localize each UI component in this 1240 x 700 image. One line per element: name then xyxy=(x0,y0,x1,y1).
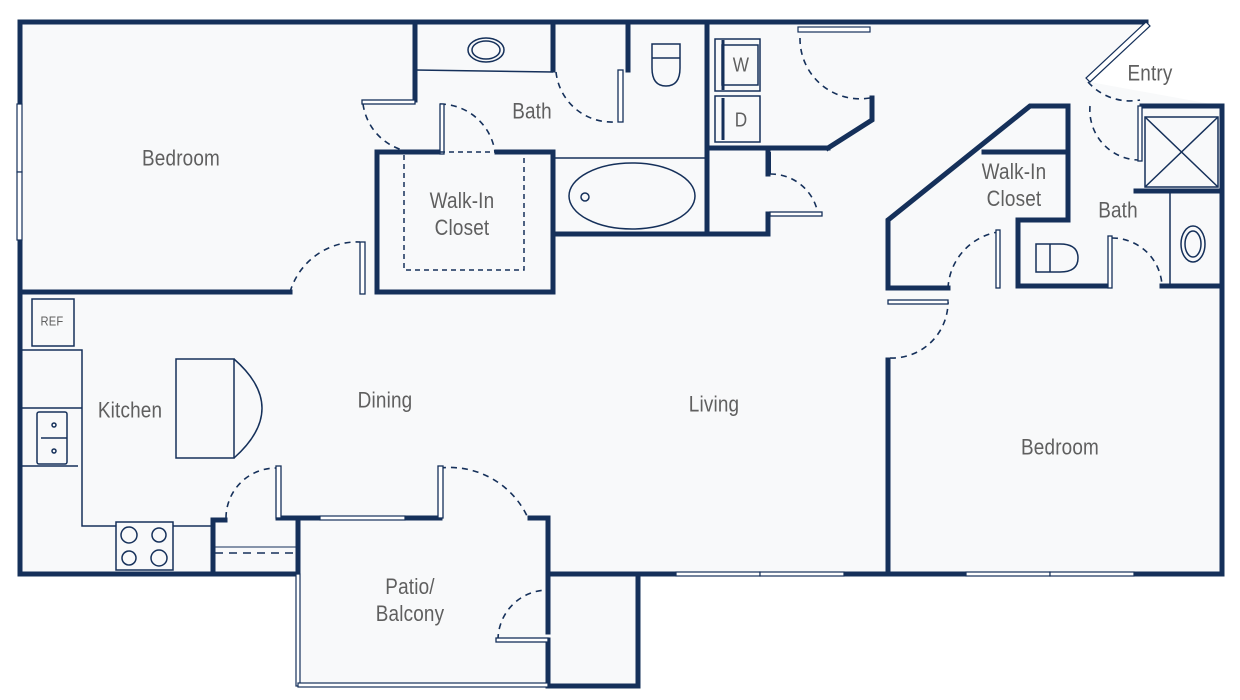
walk-in-closet-2-line2: Closet xyxy=(986,186,1042,211)
refrigerator-icon xyxy=(31,298,75,347)
room-label-patio-balcony: Patio/ Balcony xyxy=(376,573,445,627)
walls xyxy=(17,19,1225,689)
sink-icon xyxy=(467,37,505,63)
room-label-bedroom-1: Bedroom xyxy=(142,145,220,171)
patio-line2: Balcony xyxy=(375,601,445,626)
washer-icon xyxy=(714,38,761,92)
sink-icon-2 xyxy=(1180,225,1206,263)
room-label-bath-1: Bath xyxy=(512,98,552,124)
room-label-bath-2: Bath xyxy=(1098,197,1138,223)
wall-stubs xyxy=(766,152,1020,238)
room-label-kitchen: Kitchen xyxy=(97,397,163,423)
stove-icon xyxy=(115,521,174,571)
dryer-label: D xyxy=(734,109,748,132)
door-swings xyxy=(225,37,1163,641)
toilet-icon xyxy=(651,43,681,87)
shower-icon xyxy=(1144,116,1219,188)
room-label-walk-in-closet-1: Walk-In Closet xyxy=(430,187,495,241)
toilet-icon-2 xyxy=(1035,243,1079,273)
refrigerator-label: REF xyxy=(40,313,64,329)
walk-in-closet-1-line1: Walk-In xyxy=(429,188,495,213)
bathtub-icon xyxy=(568,162,696,230)
fixtures xyxy=(22,37,1219,571)
washer-label: W xyxy=(732,54,750,77)
dryer-icon xyxy=(714,95,761,143)
room-label-walk-in-closet-2: Walk-In Closet xyxy=(982,158,1047,212)
walk-in-closet-1-line2: Closet xyxy=(434,215,490,240)
kitchen-island xyxy=(175,358,235,459)
room-label-dining: Dining xyxy=(357,387,413,413)
room-label-living: Living xyxy=(688,391,740,417)
room-label-entry: Entry xyxy=(1127,60,1173,86)
windows xyxy=(16,21,1151,688)
walk-in-closet-2-line1: Walk-In xyxy=(981,159,1047,184)
patio-line1: Patio/ xyxy=(385,574,435,599)
door-panels xyxy=(275,69,1143,643)
room-label-bedroom-2: Bedroom xyxy=(1021,434,1099,460)
